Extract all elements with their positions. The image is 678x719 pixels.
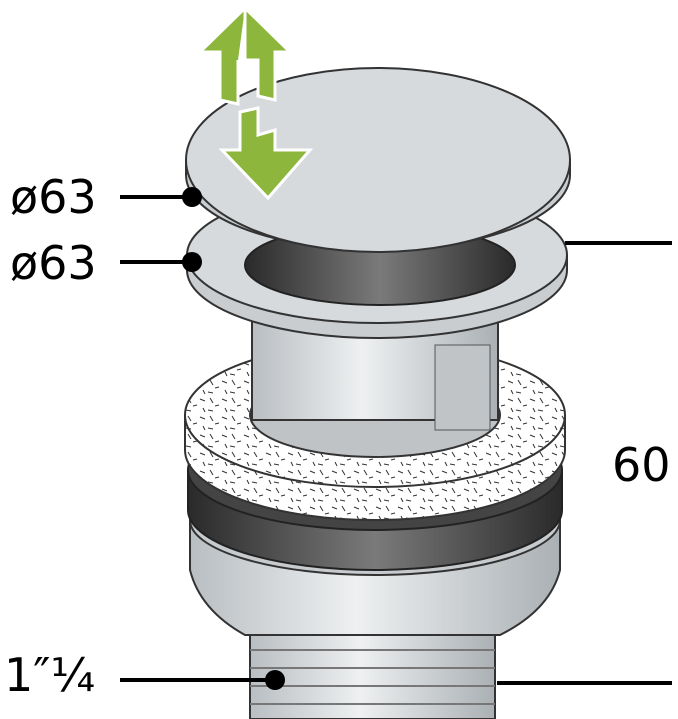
dimension-lines [120, 195, 672, 685]
up-down-arrow-icon [196, 4, 314, 201]
cap-dimension-dot [182, 187, 202, 207]
thread-dimension-dot [265, 670, 285, 690]
thread-size-label: 1″¼ [4, 648, 96, 702]
height-label: 60 [612, 438, 671, 492]
thread [249, 629, 496, 719]
flange-diameter-label: ø63 [10, 236, 97, 290]
cap-diameter-label: ø63 [10, 170, 97, 224]
flange-dimension-dot [182, 252, 202, 272]
